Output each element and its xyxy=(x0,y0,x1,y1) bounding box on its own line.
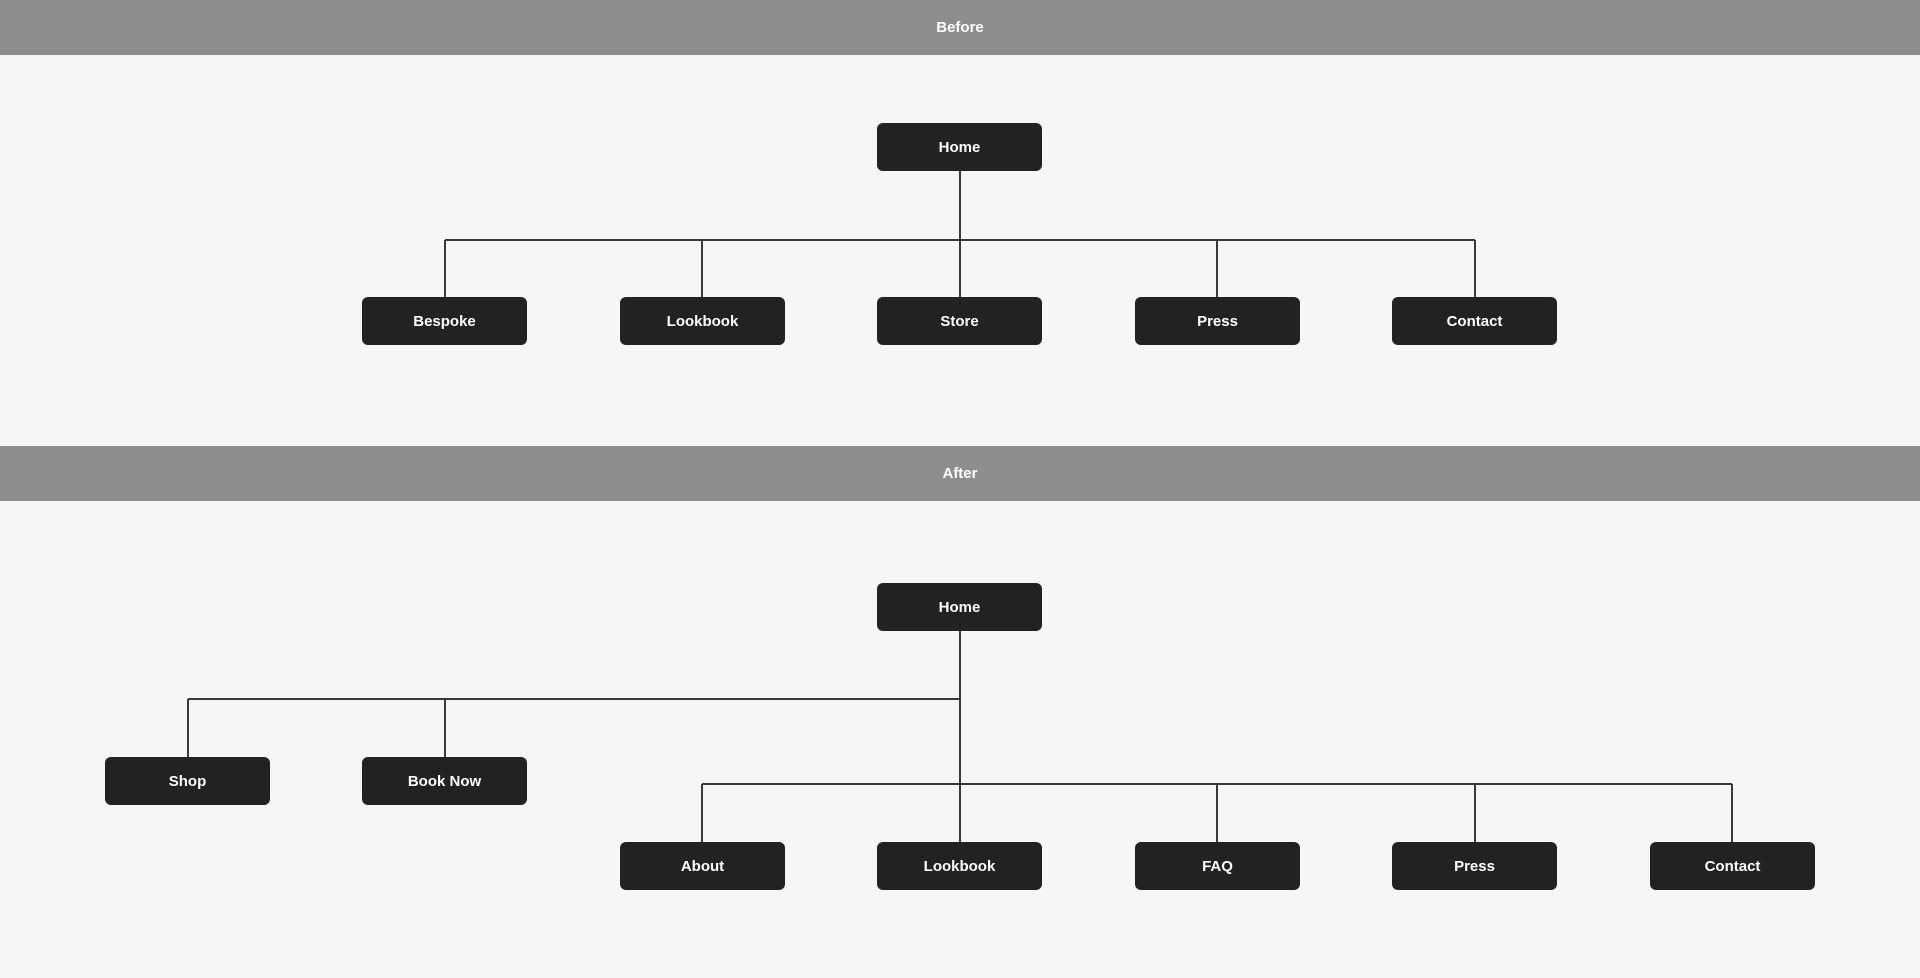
after-node-press: Press xyxy=(1392,842,1557,890)
before-node-press: Press xyxy=(1135,297,1300,345)
after-node-about: About xyxy=(620,842,785,890)
before-header: Before xyxy=(0,0,1920,55)
before-node-contact: Contact xyxy=(1392,297,1557,345)
after-node-faq: FAQ xyxy=(1135,842,1300,890)
after-node-book-now: Book Now xyxy=(362,757,527,805)
before-node-home: Home xyxy=(877,123,1042,171)
before-node-store: Store xyxy=(877,297,1042,345)
after-node-home: Home xyxy=(877,583,1042,631)
after-node-contact: Contact xyxy=(1650,842,1815,890)
before-node-lookbook: Lookbook xyxy=(620,297,785,345)
after-node-lookbook: Lookbook xyxy=(877,842,1042,890)
after-header: After xyxy=(0,446,1920,501)
before-node-bespoke: Bespoke xyxy=(362,297,527,345)
after-node-shop: Shop xyxy=(105,757,270,805)
